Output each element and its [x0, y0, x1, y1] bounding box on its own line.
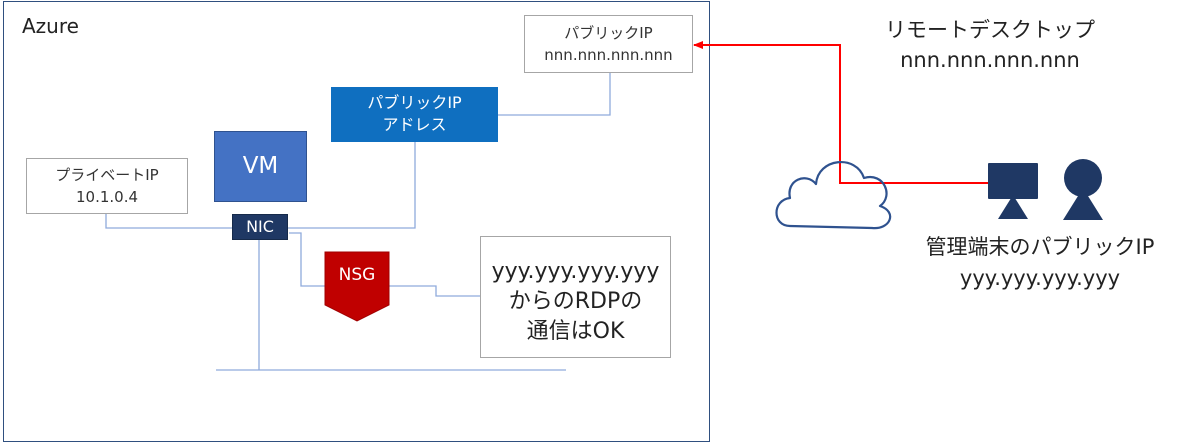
remote-desktop-title: リモートデスクトップ	[885, 18, 1095, 42]
azure-boundary	[3, 1, 710, 442]
remote-desktop-target: nnn.nnn.nnn.nnn	[900, 48, 1080, 72]
vm-node: VM	[214, 131, 307, 202]
private-ip-box: プライベートIP 10.1.0.4	[26, 158, 188, 214]
admin-terminal-title: 管理端末のパブリックIP	[925, 235, 1155, 259]
public-ip-value-box: パブリックIP nnn.nnn.nnn.nnn	[524, 15, 693, 73]
nsg-rule-line2: からのRDPの	[508, 289, 643, 314]
public-ip-connector	[288, 142, 416, 229]
public-ip-title: パブリックIP	[564, 24, 653, 42]
remote-desktop-label: リモートデスクトップ nnn.nnn.nnn.nnn	[800, 15, 1180, 75]
rdp-arrow	[693, 41, 988, 184]
nsg-rule-box: yyy.yyy.yyy.yyy からのRDPの 通信はOK	[480, 236, 671, 358]
person-icon	[1063, 159, 1103, 220]
nsg-rule-line1: yyy.yyy.yyy.yyy	[491, 259, 660, 284]
public-ip-address-line2: アドレス	[382, 115, 447, 134]
cloud-icon	[775, 161, 892, 230]
rule-connector	[389, 285, 480, 297]
private-ip-connector	[105, 213, 232, 229]
admin-terminal-label: 管理端末のパブリックIP yyy.yyy.yyy.yyy	[880, 232, 1200, 294]
terminal-icon	[988, 163, 1038, 219]
public-ip-address-resource: パブリックIP アドレス	[331, 87, 498, 142]
public-ip-value: nnn.nnn.nnn.nnn	[544, 46, 673, 64]
nsg-rule-line3: 通信はOK	[526, 319, 625, 344]
nsg-label: NSG	[338, 265, 376, 285]
nsg-connector	[289, 232, 325, 287]
private-ip-value: 10.1.0.4	[75, 188, 139, 206]
private-ip-title: プライベートIP	[55, 166, 159, 184]
nsg-shield	[324, 251, 390, 322]
azure-label: Azure	[22, 14, 79, 38]
nic-node: NIC	[232, 214, 288, 240]
pubip-to-address-connector	[498, 73, 611, 116]
public-ip-address-line1: パブリックIP	[367, 93, 462, 112]
admin-terminal-ip: yyy.yyy.yyy.yyy	[959, 266, 1121, 290]
